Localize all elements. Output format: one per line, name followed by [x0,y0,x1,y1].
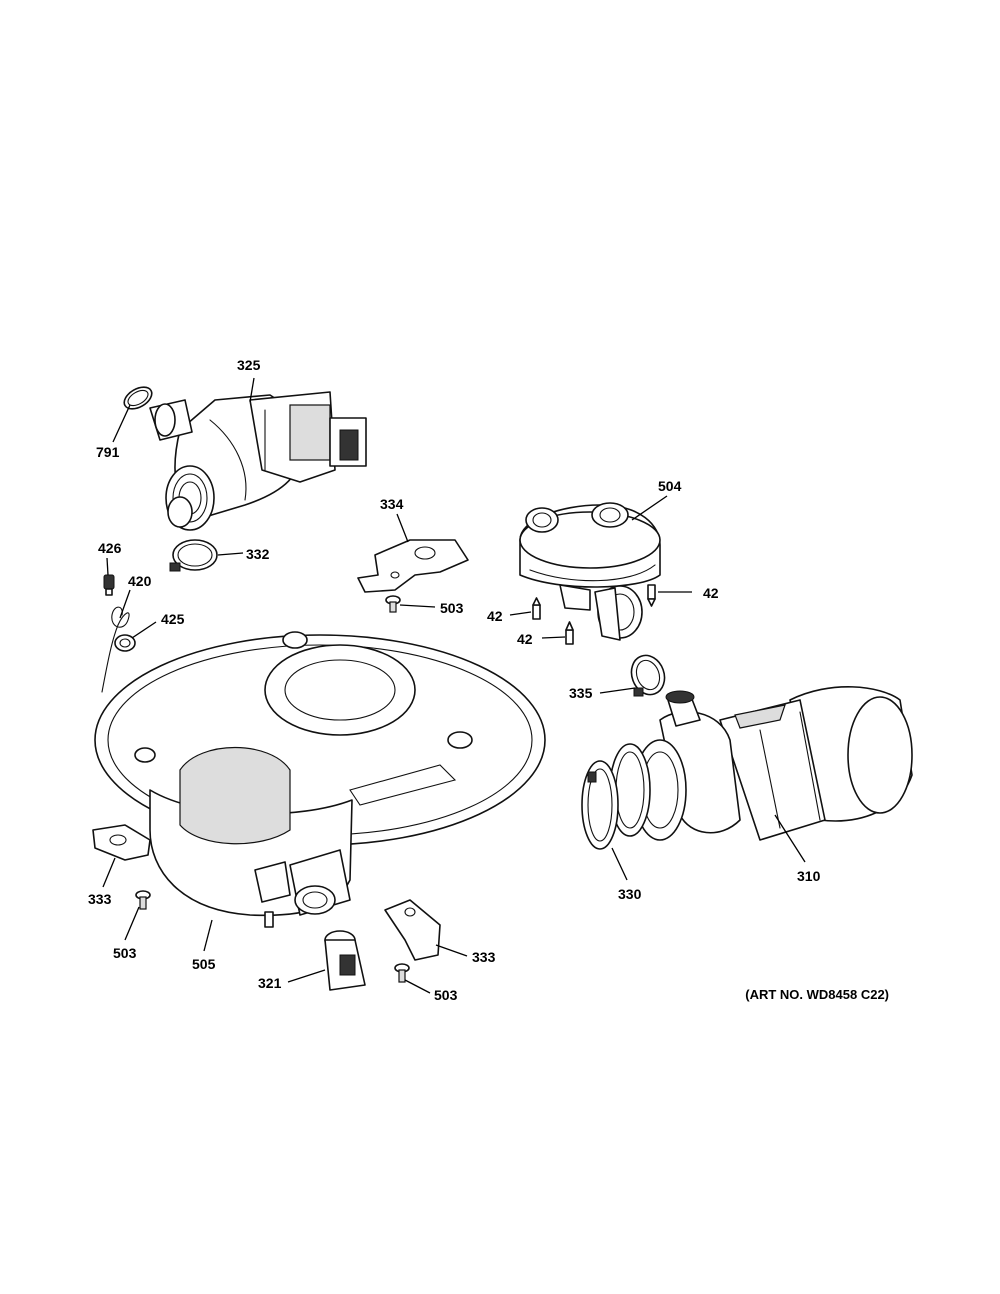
bracket-333-left [92,824,151,861]
label-503-bottom: 503 [434,987,458,1003]
art-number: (ART NO. WD8458 C22) [745,987,889,1002]
label-42-right: 42 [703,585,719,601]
seal-and-clamp-330 [581,743,651,850]
label-425: 425 [161,611,185,627]
sump-505 [94,631,546,928]
label-791: 791 [96,444,120,460]
screw-426 [103,574,115,596]
diverter-housing-504 [519,502,661,641]
screw-42-bottom [565,621,574,645]
drain-pump-325 [149,391,367,531]
label-321: 321 [258,975,282,991]
callout-labels: 325 791 426 332 420 425 334 503 504 42 4… [88,357,821,1003]
label-420: 420 [128,573,152,589]
label-310: 310 [797,868,821,884]
label-333-right: 333 [472,949,496,965]
screw-503-bottom [394,963,410,983]
screw-42-left [532,597,541,620]
label-505: 505 [192,956,216,972]
bracket-334 [357,539,469,593]
label-503-left: 503 [113,945,137,961]
grommet-425 [114,634,136,652]
wire-clip-420 [101,606,130,693]
leader-lines [102,377,806,994]
sensor-321 [324,930,366,991]
label-330: 330 [618,886,642,902]
label-334: 334 [380,496,404,512]
label-42-bottom: 42 [517,631,533,647]
label-504: 504 [658,478,682,494]
label-333-left: 333 [88,891,112,907]
label-335: 335 [569,685,593,701]
circulation-pump-310 [633,686,913,841]
label-42-left: 42 [487,608,503,624]
screw-503-left [135,890,151,910]
label-503-upper: 503 [440,600,464,616]
bracket-333-right [384,899,441,961]
label-426: 426 [98,540,122,556]
screw-42-right [647,584,656,607]
label-325: 325 [237,357,261,373]
label-332: 332 [246,546,270,562]
screw-503-upper [385,595,401,613]
clamp-332 [169,539,218,572]
hose-clamp-791 [123,386,153,410]
clamp-335 [630,654,666,697]
